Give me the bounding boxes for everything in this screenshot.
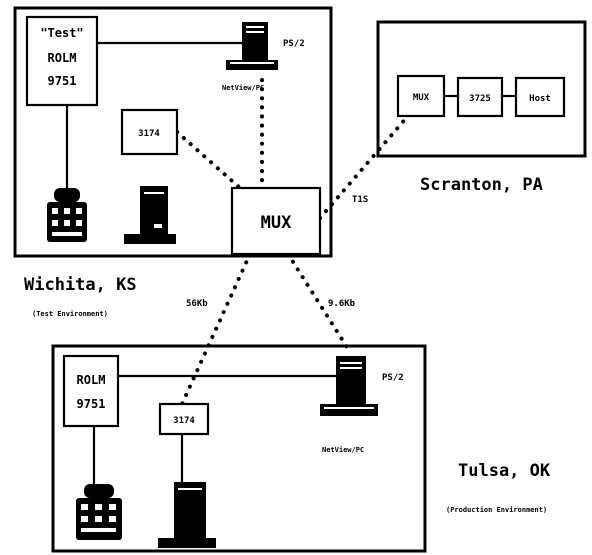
tulsa-rolm-line1: ROLM (77, 373, 106, 387)
wichita-rolm-line3: 9751 (48, 74, 77, 88)
wichita-ps2-label: PS/2 (283, 39, 305, 49)
tulsa-3174-label: 3174 (173, 416, 195, 426)
wichita-3174-node: 3174 (122, 110, 177, 154)
tulsa-rolm-node: ROLM 9751 (64, 356, 118, 426)
wichita-rolm-node: "Test" ROLM 9751 (27, 17, 97, 105)
tulsa-3174-node: 3174 (160, 404, 208, 434)
wichita-netview-label: NetView/PC (222, 84, 264, 92)
tulsa-rolm-line2: 9751 (77, 397, 106, 411)
scranton-host-label: Host (529, 94, 551, 104)
wichita-mux-node: MUX (232, 188, 320, 254)
9.6kb-link-label: 9.6Kb (328, 299, 356, 309)
tulsa-netview-label: NetView/PC (322, 446, 364, 454)
t1-link-label: T1S (352, 195, 368, 205)
scranton-site-name: Scranton, PA (420, 175, 543, 195)
scranton-3725-node: 3725 (458, 78, 502, 116)
tulsa-site-note: (Production Environment) (446, 506, 547, 514)
scranton-mux-node: MUX (398, 76, 444, 116)
wichita-site-note: (Test Environment) (32, 310, 108, 318)
wichita-mux-label: MUX (261, 213, 292, 233)
wichita-3174-label: 3174 (138, 129, 160, 139)
wichita-rolm-line1: "Test" (40, 26, 83, 40)
wichita-site-name: Wichita, KS (24, 275, 137, 295)
scranton-3725-label: 3725 (469, 94, 491, 104)
tulsa-ps2-label: PS/2 (382, 373, 404, 383)
56kb-link-label: 56Kb (186, 299, 208, 309)
tulsa-site-name: Tulsa, OK (458, 461, 551, 481)
scranton-host-node: Host (516, 78, 564, 116)
scranton-mux-label: MUX (413, 93, 430, 103)
wichita-rolm-line2: ROLM (48, 51, 77, 65)
